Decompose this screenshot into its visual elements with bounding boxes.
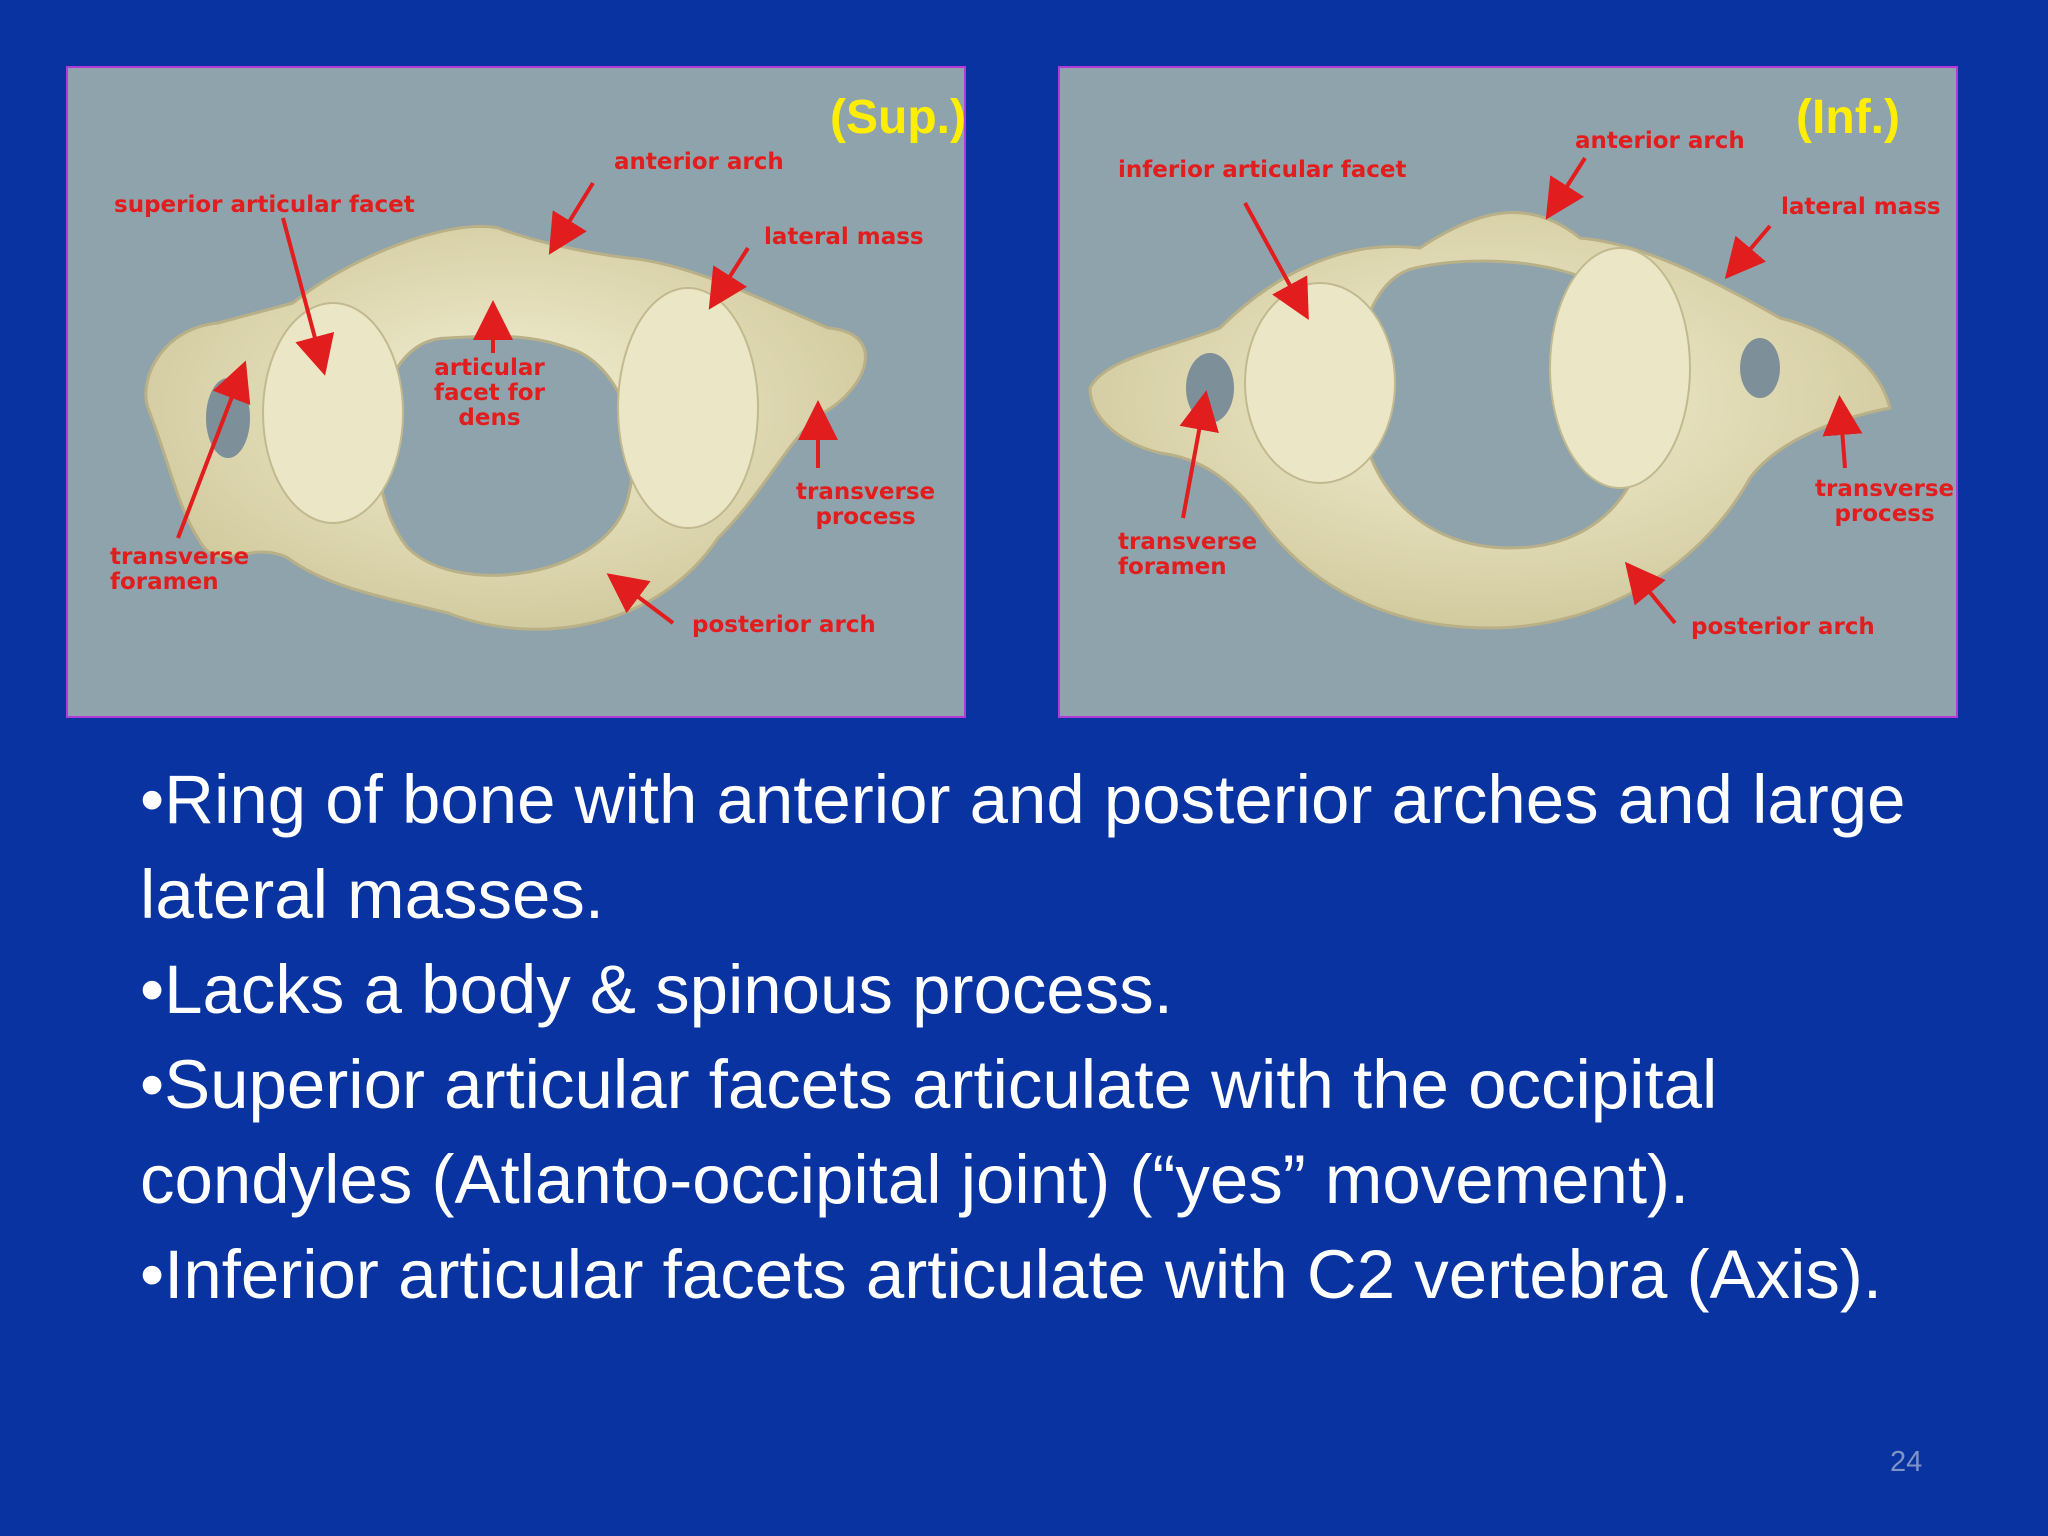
- atlas-superior-illustration: [144, 181, 867, 631]
- label-transverse-process: transverse process: [796, 479, 936, 530]
- atlas-inferior-illustration: [1088, 156, 1892, 630]
- bullet-list: •Ring of bone with anterior and posterio…: [140, 752, 2000, 1322]
- label-inferior-articular-facet: inferior articular facet: [1118, 157, 1407, 183]
- label-anterior-arch: anterior arch: [614, 149, 784, 175]
- label-posterior-arch-inf: posterior arch: [1691, 614, 1875, 640]
- label-articular-facet-for-dens: articular facet for dens: [434, 355, 545, 431]
- label-transverse-process-inf: transverse process: [1815, 476, 1955, 527]
- label-posterior-arch: posterior arch: [692, 612, 876, 638]
- bullet-item: •Superior articular facets articulate wi…: [140, 1046, 1718, 1218]
- superior-view-tag: (Sup.): [830, 91, 966, 144]
- inferior-view-photo: (Inf.) inferior articular facet anterior…: [1058, 66, 1958, 718]
- inferior-view-tag: (Inf.): [1796, 91, 1900, 144]
- label-lateral-mass-inf: lateral mass: [1781, 194, 1941, 220]
- superior-view-photo: (Sup.) superior articular facet anterior…: [66, 66, 966, 718]
- bullet-item: •Lacks a body & spinous process.: [140, 951, 1173, 1028]
- label-transverse-foramen: transverse foramen: [110, 544, 250, 595]
- bullet-item: •Ring of bone with anterior and posterio…: [140, 761, 1906, 933]
- label-anterior-arch-inf: anterior arch: [1575, 128, 1745, 154]
- label-superior-articular-facet: superior articular facet: [114, 192, 415, 218]
- label-lateral-mass: lateral mass: [764, 224, 924, 250]
- bullet-item: •Inferior articular facets articulate wi…: [140, 1236, 1883, 1313]
- label-transverse-foramen-inf: transverse foramen: [1118, 529, 1258, 580]
- slide-number: 24: [1890, 1446, 1923, 1478]
